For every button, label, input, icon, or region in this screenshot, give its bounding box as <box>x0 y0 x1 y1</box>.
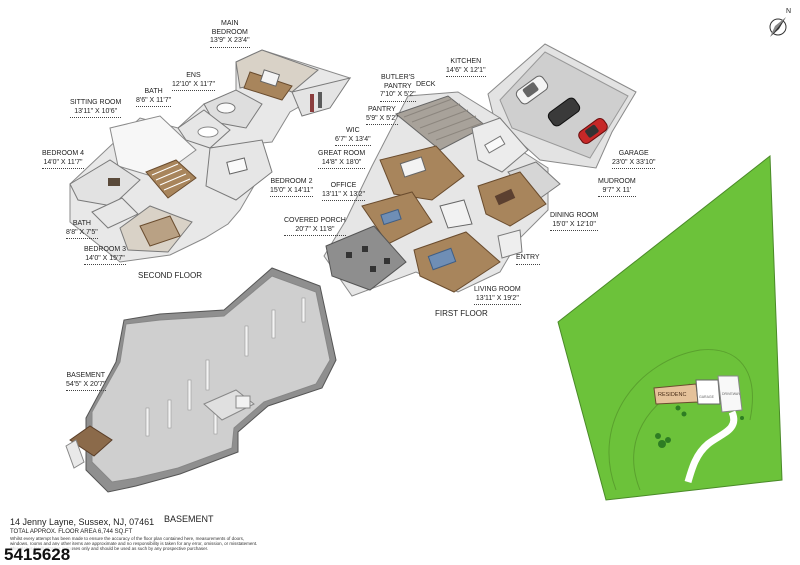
room-name: LIVING ROOM <box>474 286 521 293</box>
room-label-main-bedroom: MAIN BEDROOM 13'9" x 23'4" <box>210 20 250 48</box>
room-dimension: 14'6" x 12'1" <box>446 67 486 77</box>
car-white <box>515 75 549 105</box>
room-name: DECK <box>416 81 436 88</box>
room-label-wic: WIC 6'7" x 13'4" <box>335 127 371 146</box>
room-dimension: 7'10" x 5'2" <box>380 91 416 102</box>
room-label-office: OFFICE 13'11" x 13'2" <box>322 182 365 201</box>
room-label-deck: DECK <box>416 81 435 90</box>
floor-title-first: FIRST FLOOR <box>435 309 488 318</box>
room-dimension: 23'0" x 33'10" <box>612 159 656 169</box>
room-name: BATH <box>144 88 163 95</box>
room-dimension: 13'9" x 23'4" <box>210 37 250 48</box>
room-dimension: 14'8" x 18'0" <box>318 159 366 169</box>
room-name: BASEMENT <box>66 372 106 379</box>
room-dimension: 12'10" x 11'7" <box>172 81 215 91</box>
room-label-bedroom-4: BEDROOM 4 14'0" x 11'7" <box>42 150 85 169</box>
room-name: BUTLER'S <box>381 74 415 81</box>
room-dimension: 5'9" x 5'2" <box>366 115 398 125</box>
room-label-mudroom: MUDROOM 9'7" x 11' <box>598 178 636 197</box>
room-label-bath-lower: BATH 8'8" x 7'5" <box>66 220 98 239</box>
site-driveway-label: DRIVEWAY <box>722 392 741 396</box>
room-dimension: 13'11" x 10'6" <box>70 108 122 118</box>
basement-plan <box>65 267 337 493</box>
room-name: MAIN <box>221 20 239 27</box>
room-label-kitchen: KITCHEN 14'6" x 12'1" <box>446 58 486 77</box>
room-dimension: 15'0" x 14'11" <box>270 187 313 197</box>
room-label-bath-upper: BATH 8'6" x 11'7" <box>136 88 172 107</box>
room-dimension: 14'0" x 11'7" <box>42 159 85 169</box>
room-label-basement: BASEMENT 54'5" x 20'7" <box>66 372 106 391</box>
room-label-butlers-pantry: BUTLER'S PANTRY 7'10" x 5'2" <box>380 74 416 102</box>
room-dimension: 14'0" x 15'7" <box>84 255 127 265</box>
room-name: BEDROOM 3 <box>84 246 127 253</box>
car-dark <box>547 97 581 127</box>
floor-title-basement: BASEMENT <box>164 514 214 524</box>
disclaimer-line-1: Whilst every attempt has been made to en… <box>10 536 245 541</box>
room-name: BATH <box>72 220 91 227</box>
room-dimension: 9'7" x 11' <box>598 187 636 197</box>
listing-id: 5415628 <box>2 545 73 565</box>
room-label-pantry: PANTRY 5'9" x 5'2" <box>366 106 398 125</box>
room-name: OFFICE <box>330 182 357 189</box>
disclaimer-line-2: windows, rooms and any other items are a… <box>10 541 258 546</box>
room-dimension: 13'11" x 13'2" <box>322 191 365 201</box>
room-dimension: 6'7" x 13'4" <box>335 136 371 146</box>
room-name: MUDROOM <box>598 178 636 185</box>
room-label-great-room: GREAT ROOM 14'8" x 18'0" <box>318 150 366 169</box>
room-label-ens: ENS 12'10" x 11'7" <box>172 72 215 91</box>
second-floor-plan <box>69 49 352 263</box>
room-name: GREAT ROOM <box>318 150 366 157</box>
room-name: KITCHEN <box>450 58 482 65</box>
room-name: SITTING ROOM <box>70 99 122 106</box>
room-label-bedroom-2: BEDROOM 2 15'0" x 14'11" <box>270 178 313 197</box>
room-name: ENS <box>186 72 201 79</box>
room-name: PANTRY <box>383 82 412 90</box>
room-label-bedroom-3: BEDROOM 3 14'0" x 15'7" <box>84 246 127 265</box>
room-dimension: 54'5" x 20'7" <box>66 381 106 391</box>
room-dimension: 13'11" x 19'2" <box>474 295 521 305</box>
room-name: WIC <box>346 127 360 134</box>
room-label-sitting-room: SITTING ROOM 13'11" x 10'6" <box>70 99 122 118</box>
site-residence-label: RESIDENC <box>658 392 687 398</box>
room-label-living-room: LIVING ROOM 13'11" x 19'2" <box>474 286 521 305</box>
room-dimension: 8'8" x 7'5" <box>66 229 98 239</box>
total-floor-area: TOTAL APPROX. FLOOR AREA 6,744 SQ.FT <box>10 529 133 535</box>
room-dimension: 15'0" x 12'10" <box>550 221 599 231</box>
room-name: BEDROOM <box>211 28 248 36</box>
compass-icon <box>769 17 787 37</box>
room-name: GARAGE <box>618 150 649 157</box>
room-label-dining-room: DINING ROOM 15'0" x 12'10" <box>550 212 599 231</box>
room-name: COVERED PORCH <box>284 217 346 224</box>
room-name: ENTRY <box>516 254 540 265</box>
property-address: 14 Jenny Layne, Sussex, NJ, 07461 <box>10 517 155 527</box>
room-name: BEDROOM 2 <box>270 178 313 185</box>
site-plan <box>557 155 783 501</box>
room-name: DINING ROOM <box>550 212 599 219</box>
disclaimer-line-3: This plan is for illustrative purposes o… <box>10 546 209 551</box>
site-garage-label: GARAGE <box>699 395 714 399</box>
room-dimension: 20'7" x 11'8" <box>284 226 346 236</box>
compass-north-label: N <box>786 8 792 15</box>
floor-title-second: SECOND FLOOR <box>138 271 203 280</box>
room-name: BEDROOM 4 <box>42 150 85 157</box>
car-red <box>578 118 608 144</box>
room-dimension: 8'6" x 11'7" <box>136 97 172 107</box>
room-label-covered-porch: COVERED PORCH 20'7" x 11'8" <box>284 217 346 236</box>
room-label-garage: GARAGE 23'0" x 33'10" <box>612 150 656 169</box>
first-floor-plan <box>323 43 637 297</box>
room-name: PANTRY <box>368 106 396 113</box>
room-label-entry: ENTRY <box>516 254 540 265</box>
